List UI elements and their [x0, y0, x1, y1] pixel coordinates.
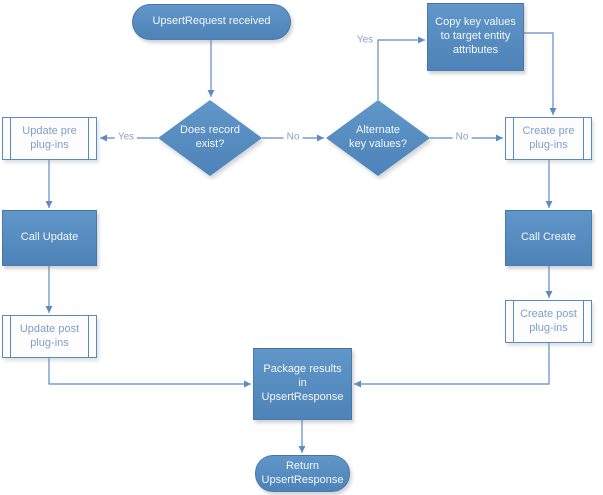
edge-create-post-to-package [354, 343, 550, 388]
node-label: Create pre plug-ins [522, 124, 575, 151]
edge-copy-to-create-pre [524, 32, 557, 115]
node-label: Return UpsertResponse [261, 459, 344, 486]
process-bar [88, 118, 89, 159]
node-package-results: Package results in UpsertResponse [253, 348, 352, 420]
node-return-upsert-response: Return UpsertResponse [255, 455, 350, 492]
edge-alternate-yes-copy [377, 36, 425, 100]
node-label: Call Update [20, 231, 79, 244]
node-create-post-plugins: Create post plug-ins [505, 300, 592, 343]
node-does-record-exist: Does record exist? [158, 100, 262, 176]
process-bar [513, 118, 514, 159]
process-bar [583, 118, 584, 159]
node-update-pre-plugins: Update pre plug-ins [2, 117, 97, 160]
node-label: Create post plug-ins [520, 307, 577, 334]
edge-update-post-to-package [48, 358, 251, 388]
node-copy-key-values: Copy key values to target entity attribu… [427, 3, 524, 71]
node-label: Update post plug-ins [19, 322, 80, 349]
process-bar [10, 316, 11, 357]
node-call-create: Call Create [505, 210, 592, 266]
process-bar [583, 301, 584, 342]
node-label: Alternate key values? [348, 124, 408, 150]
edge-label-yes-left: Yes [114, 131, 138, 143]
edge-label-no-middle: No [283, 131, 303, 143]
node-label: Copy key values to target entity attribu… [435, 16, 516, 56]
process-bar [10, 118, 11, 159]
node-update-post-plugins: Update post plug-ins [2, 315, 97, 358]
node-upsert-request-received: UpsertRequest received [132, 4, 291, 40]
node-call-update: Call Update [2, 210, 97, 266]
node-alternate-key-values: Alternate key values? [326, 100, 430, 176]
node-label: Does record exist? [180, 124, 240, 150]
edge-label-yes-top: Yes [353, 34, 377, 46]
node-label: Call Create [520, 231, 577, 244]
process-bar [513, 301, 514, 342]
node-label: Update pre plug-ins [22, 124, 77, 151]
node-label: UpsertRequest received [152, 15, 271, 28]
node-create-pre-plugins: Create pre plug-ins [505, 117, 592, 160]
process-bar [88, 316, 89, 357]
node-label: Package results in UpsertResponse [261, 363, 344, 403]
edge-label-no-right: No [452, 131, 472, 143]
